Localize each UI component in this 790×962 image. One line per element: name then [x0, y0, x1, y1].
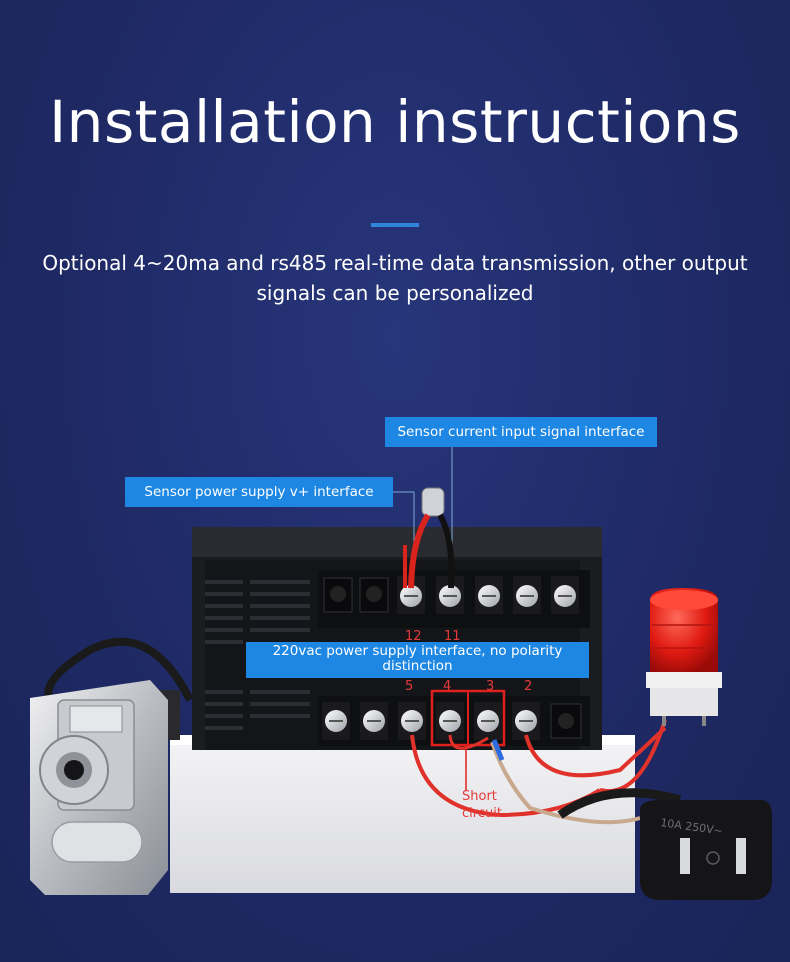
- warning-lamp: [646, 588, 722, 726]
- screw-2: [512, 702, 540, 740]
- screw-t8: [551, 576, 579, 614]
- terminal-number-11: 11: [444, 629, 461, 644]
- short-circuit-label-line1: Short: [462, 789, 497, 804]
- power-plug: 10A 250V~: [557, 788, 772, 900]
- screw-t7: [322, 702, 350, 740]
- page-subtitle: Optional 4~20ma and rs485 real-time data…: [20, 248, 770, 308]
- screw-3: [474, 702, 502, 740]
- controller-unit: [192, 527, 602, 750]
- callout-sensor-current: Sensor current input signal interface: [385, 417, 657, 447]
- screw-t9: [513, 576, 541, 614]
- short-circuit-label: Short circuit: [462, 788, 502, 822]
- terminal-number-12: 12: [405, 629, 422, 644]
- vent-grille: [205, 580, 310, 730]
- subtitle-line-2: signals can be personalized: [256, 281, 534, 305]
- title-divider: [371, 223, 419, 227]
- terminal-number-4: 4: [443, 679, 452, 694]
- page-title: Installation instructions: [49, 88, 741, 156]
- callout-sensor-power: Sensor power supply v+ interface: [125, 477, 393, 507]
- terminal-row-bottom: [322, 702, 582, 740]
- screw-5: [398, 702, 426, 740]
- short-circuit-label-line2: circuit: [462, 806, 502, 821]
- screw-t10: [475, 576, 503, 614]
- terminal-number-3: 3: [486, 679, 495, 694]
- temperature-sensor: [30, 637, 194, 895]
- subtitle-line-1: Optional 4~20ma and rs485 real-time data…: [42, 251, 748, 275]
- sensor-cable: [403, 487, 455, 589]
- callout-ac-power: 220vac power supply interface, no polari…: [246, 642, 589, 678]
- screw-4: [436, 702, 464, 740]
- terminal-number-2: 2: [524, 679, 533, 694]
- screw-t6: [360, 702, 388, 740]
- terminal-number-5: 5: [405, 679, 414, 694]
